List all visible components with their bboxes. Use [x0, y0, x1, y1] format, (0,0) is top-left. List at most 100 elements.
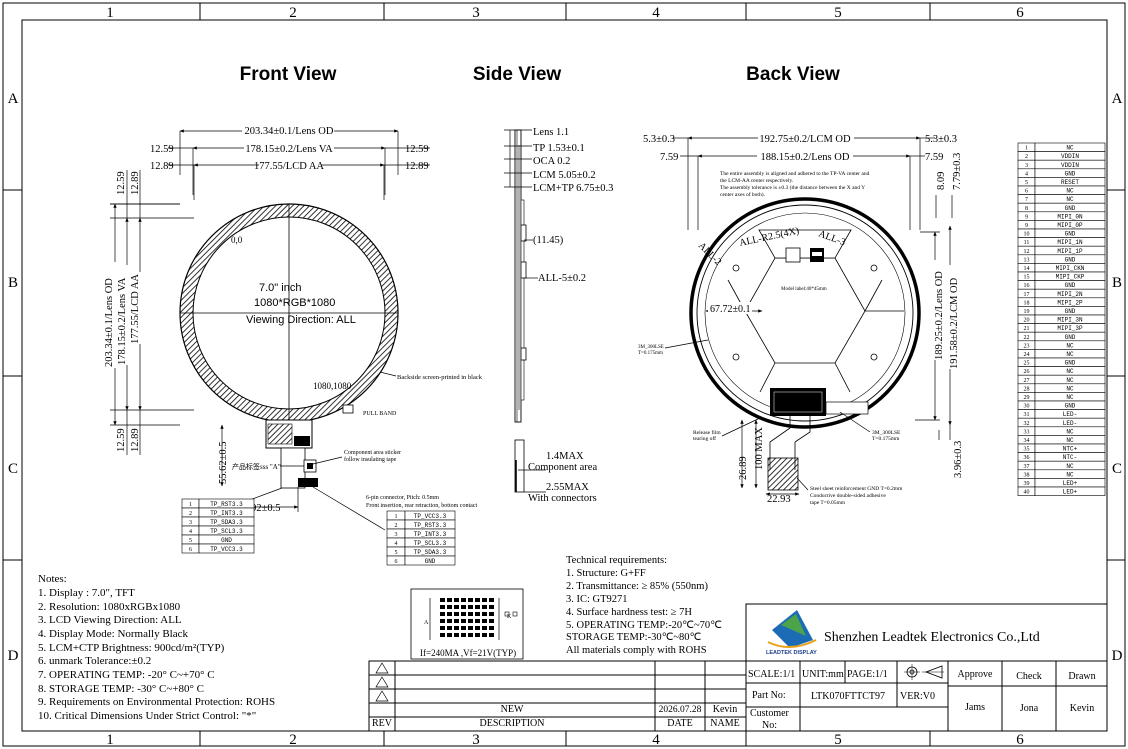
rev-header: REV	[372, 718, 393, 729]
pin-signal: TP_SDA3.3	[210, 519, 243, 526]
projection-symbol-icon	[904, 664, 944, 680]
display-size: 7.0" inch	[259, 282, 301, 294]
row-label: A	[1112, 91, 1123, 107]
note-item: 2. Resolution: 1080xRGBx1080	[38, 601, 181, 613]
connector-note-2: Front insertion, rear retraction, bottom…	[366, 503, 477, 509]
side-with-connectors: With connectors	[528, 493, 597, 504]
pin-signal: NC	[1066, 342, 1074, 349]
front-view-title: Front View	[240, 64, 337, 85]
label-sticker: 产品标签sss "A"	[232, 462, 281, 471]
dim-v-1289: 12.89	[130, 171, 141, 195]
tech-item: 3. IC: GT9271	[566, 594, 628, 605]
led-diagram: A K If=240MA ,Vf=21V(TYP)	[410, 588, 524, 660]
note-item: 6. unmark Tolerance:±0.2	[38, 655, 151, 667]
notes-title: Notes:	[38, 573, 67, 585]
steel-note-2: Conductive double-sided adhesive	[810, 493, 886, 499]
pin-number: 40	[1024, 490, 1030, 496]
pin-number: 37	[1024, 464, 1030, 470]
row-label: A	[8, 91, 19, 107]
note-item: 5. LCM+CTP Brightness: 900cd/m²(TYP)	[38, 642, 225, 654]
layer-lcm: LCM 5.05±0.2	[533, 170, 596, 181]
tech-item: 4. Surface hardness test: ≥ 7H	[566, 607, 692, 618]
pin-number: 17	[1024, 292, 1030, 298]
drawn-header: Drawn	[1068, 671, 1095, 682]
pin-number: 16	[1024, 283, 1030, 289]
pin-number: 1	[1025, 146, 1028, 152]
dim-v-bot-1289: 12.89	[130, 428, 141, 452]
drawer-name: Kevin	[1070, 703, 1094, 714]
pin-signal: GND	[1065, 205, 1076, 212]
view-titles: Front View Side View Back View	[240, 64, 840, 85]
back-note-3: The assembly tolerance is ±0.3 (the dist…	[720, 184, 865, 191]
row-label: C	[8, 461, 18, 477]
title-block: LEADTEK DISPLAY Shenzhen Leadtek Electro…	[368, 603, 1108, 732]
pull-band: PULL BAND	[363, 411, 397, 417]
pin-number: 10	[1024, 232, 1030, 238]
pin-signal: GND	[1065, 360, 1076, 367]
pin-number: 34	[1024, 438, 1030, 444]
component-note-1: Component area sticker	[344, 450, 401, 456]
pin-number: 39	[1024, 481, 1030, 487]
connector-note-1: 6-pin connector, Pitch: 0.5mm	[366, 495, 439, 501]
layer-lcm-tp: LCM+TP 6.75±0.3	[533, 183, 613, 194]
col-label: 6	[1016, 5, 1024, 21]
tape-left-2: T=0.175mm	[638, 351, 663, 356]
pin-signal: TP_SCL3.3	[210, 528, 243, 535]
side-component-area: Component area	[528, 462, 597, 473]
pin-signal: MIPI_3P	[1057, 325, 1083, 332]
pin-signal: TP_VCC3.3	[210, 546, 243, 553]
col-label: 3	[472, 5, 480, 21]
pin-number: 6	[395, 559, 398, 565]
dim-v-1259: 12.59	[116, 171, 127, 195]
pin-signal: MIPI_3N	[1057, 317, 1083, 324]
back-dim-759-left: 7.59	[660, 152, 678, 163]
checker-name: Jona	[1020, 703, 1039, 714]
row-label: D	[8, 648, 19, 664]
back-view: 192.75±0.2/LCM OD 188.15±0.2/Lens OD 5.3…	[638, 131, 964, 506]
pin-signal: GND	[425, 558, 436, 565]
pin-number: 23	[1024, 343, 1030, 349]
version-label: VER:V0	[900, 691, 935, 702]
viewing-direction: Viewing Direction: ALL	[246, 314, 356, 326]
pin-number: 31	[1024, 412, 1030, 418]
origin-label: 0,0	[231, 235, 243, 245]
pin-number: 18	[1024, 300, 1030, 306]
pin-signal: NC	[1066, 394, 1074, 401]
side-dim-all: ALL-5±0.2	[538, 273, 586, 284]
pin-number: 6	[189, 547, 192, 553]
pin-number: 19	[1024, 309, 1030, 315]
tape-right-1: 3M_300LSE	[872, 430, 901, 436]
pin-number: 3	[395, 532, 398, 538]
side-max-255: 2.55MAX	[546, 482, 589, 493]
check-header: Check	[1016, 671, 1042, 682]
pin-signal: LED-	[1063, 420, 1077, 427]
back-dim-779: 7.79±0.3	[952, 153, 963, 190]
back-view-title: Back View	[746, 64, 840, 85]
side-dim-1145: (11.45)	[533, 235, 564, 246]
fpc-connector	[265, 419, 318, 489]
tech-item: STORAGE TEMP:-30℃~80℃	[566, 632, 702, 643]
pin-signal: NC	[1066, 428, 1074, 435]
pin-signal: TP_INT3.3	[414, 531, 447, 538]
pin-number: 5	[395, 550, 398, 556]
side-max-14: 1.4MAX	[546, 451, 584, 462]
pin-signal: NC	[1066, 196, 1074, 203]
pin-number: 3	[189, 520, 192, 526]
pin-signal: TP_SDA3.3	[414, 549, 447, 556]
pin-number: 21	[1024, 326, 1030, 332]
dim-v-lens-od: 203.34±0.1/Lens OD	[104, 278, 115, 367]
note-item: 9. Requirements on Environmental Protect…	[38, 696, 275, 708]
pin-signal: GND	[1065, 256, 1076, 263]
tech-item: 2. Transmittance: ≥ 85% (550nm)	[566, 581, 708, 592]
row-label: B	[8, 275, 18, 291]
date-header: DATE	[667, 718, 693, 729]
notes-block: Notes: 1. Display : 7.0", TFT 2. Resolut…	[38, 573, 275, 722]
dim-right-1289: 12.89	[405, 161, 429, 172]
pin-number: 32	[1024, 421, 1030, 427]
back-dim-18815: 188.15±0.2/Lens OD	[761, 152, 850, 163]
side-view: Lens 1.1 TP 1.53±0.1 OCA 0.2 LCM 5.05±0.…	[504, 127, 613, 504]
pin-signal: RESET	[1061, 179, 1079, 186]
rev-date: 2026.07.28	[659, 705, 702, 715]
